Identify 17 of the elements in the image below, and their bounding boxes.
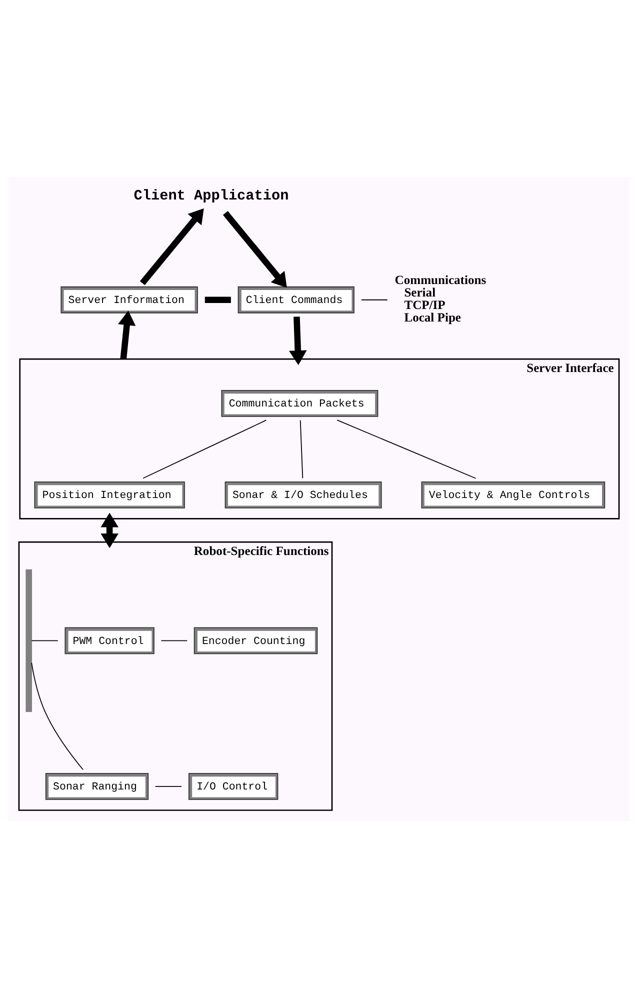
connector xyxy=(31,662,84,770)
node-text: Client Application xyxy=(134,188,289,204)
connector xyxy=(31,640,58,642)
arrow xyxy=(222,211,287,288)
connector xyxy=(360,299,388,300)
arrow xyxy=(100,512,118,548)
connector xyxy=(154,786,182,787)
node-bar xyxy=(26,569,32,712)
connector xyxy=(204,296,231,304)
connector xyxy=(336,420,476,479)
connector xyxy=(142,420,267,479)
arrow xyxy=(140,208,204,286)
arrow xyxy=(118,310,136,360)
connector xyxy=(160,640,188,642)
node-text: Communications Serial TCP/IP Local Pipe xyxy=(394,272,486,325)
arrow xyxy=(288,316,307,366)
connector xyxy=(300,420,304,479)
